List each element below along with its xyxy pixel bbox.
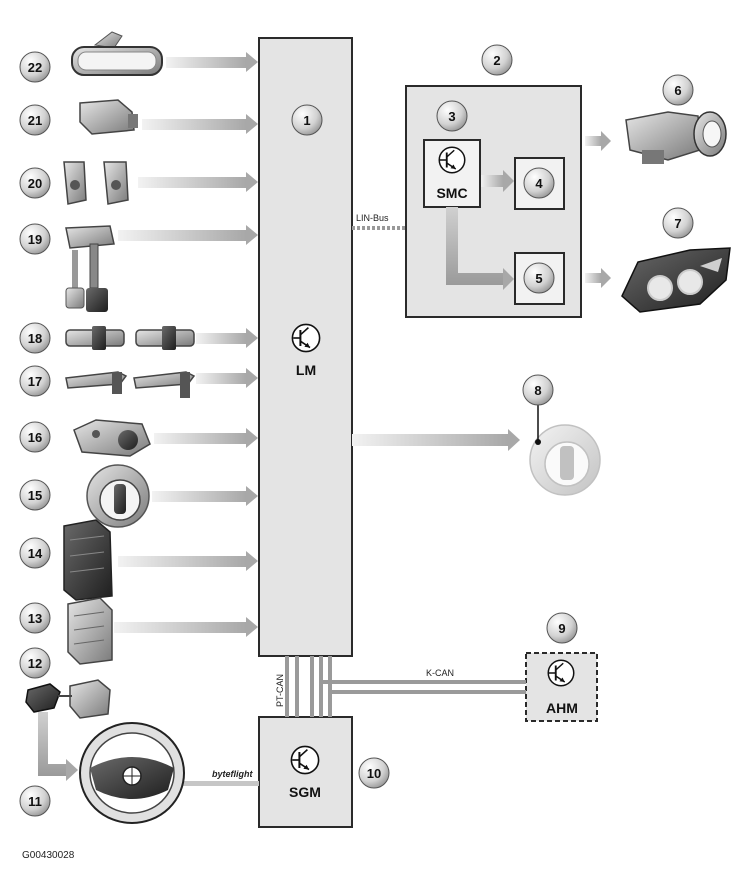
pedal-assembly-icon <box>65 225 115 312</box>
steering-wheel-icon <box>79 722 185 824</box>
byteflight-line <box>183 781 259 786</box>
callout-5: 5 <box>523 262 555 294</box>
svg-text:7: 7 <box>674 216 681 231</box>
lm-to-switch-arrow <box>352 434 508 446</box>
callout-12: 12 <box>19 647 51 679</box>
callout-14: 14 <box>19 537 51 569</box>
svg-text:15: 15 <box>28 488 42 503</box>
lm-to-switch-arrowhead <box>508 429 520 451</box>
svg-text:13: 13 <box>28 611 42 626</box>
to-xenon-arrowhead <box>601 131 611 151</box>
key-to-wheel-arrowhead <box>66 759 78 781</box>
svg-text:17: 17 <box>28 374 42 389</box>
svg-text:9: 9 <box>558 621 565 636</box>
brake-light-switches-icon <box>65 326 195 350</box>
input-arrows <box>114 52 258 637</box>
key-to-wheel-arrow <box>38 712 66 776</box>
callout-20: 20 <box>19 167 51 199</box>
light-switch-icon <box>86 464 150 528</box>
callout-3: 3 <box>436 100 468 132</box>
xenon-module-icon <box>625 111 727 164</box>
byteflight-label: byteflight <box>212 769 253 779</box>
svg-text:5: 5 <box>535 271 542 286</box>
kcan-horizontal-1 <box>319 680 526 684</box>
svg-text:3: 3 <box>448 109 455 124</box>
control-unit-light-icon <box>67 597 113 665</box>
kcan-label: K-CAN <box>426 668 454 678</box>
ptcan-bus-left <box>285 656 289 717</box>
smc-to-5-arrow <box>446 207 503 285</box>
light-switch-faded-icon <box>529 424 601 496</box>
lm-label: LM <box>296 362 316 378</box>
svg-text:2: 2 <box>493 53 500 68</box>
callout-13: 13 <box>19 602 51 634</box>
headlight-icon <box>621 247 731 313</box>
control-unit-dark-icon <box>63 519 113 601</box>
callout-6: 6 <box>662 74 694 106</box>
callout-17: 17 <box>19 365 51 397</box>
svg-text:12: 12 <box>28 656 42 671</box>
callout-8: 8 <box>522 374 554 406</box>
callout-15: 15 <box>19 479 51 511</box>
callout-2: 2 <box>481 44 513 76</box>
callout-10: 10 <box>358 757 390 789</box>
callout-11: 11 <box>19 785 51 817</box>
switch-8-leader-dot <box>535 439 541 445</box>
to-headlamp-arrow <box>585 273 601 283</box>
callout-22: 22 <box>19 51 51 83</box>
callout-7: 7 <box>662 207 694 239</box>
rearview-mirror-icon <box>71 31 163 76</box>
kcan-bus-1 <box>310 656 314 717</box>
svg-text:8: 8 <box>534 383 541 398</box>
lm-transistor-icon <box>291 323 321 353</box>
rain-light-sensor-icon <box>79 99 138 135</box>
smc-label: SMC <box>436 185 467 201</box>
turn-signal-levers-icon <box>65 371 196 398</box>
kcan-horizontal-2 <box>328 690 526 694</box>
sgm-label: SGM <box>289 784 321 800</box>
svg-text:19: 19 <box>28 232 42 247</box>
to-headlamp-arrowhead <box>601 268 611 288</box>
ptcan-label: PT-CAN <box>275 674 285 707</box>
callout-1: 1 <box>291 104 323 136</box>
figure-id: G00430028 <box>22 850 75 861</box>
kcan-bus-3 <box>328 656 332 717</box>
svg-text:14: 14 <box>28 546 43 561</box>
callout-19: 19 <box>19 223 51 255</box>
ride-height-sensors-icon <box>63 161 129 205</box>
callout-16: 16 <box>19 421 51 453</box>
svg-text:20: 20 <box>28 176 42 191</box>
svg-text:4: 4 <box>535 176 543 191</box>
smc-to-4-arrow <box>481 175 503 187</box>
svg-text:16: 16 <box>28 430 42 445</box>
svg-text:22: 22 <box>28 60 42 75</box>
svg-text:21: 21 <box>28 113 42 128</box>
svg-text:6: 6 <box>674 83 681 98</box>
ahm-transistor-icon <box>547 659 575 687</box>
sgm-transistor-icon <box>290 745 320 775</box>
svg-text:1: 1 <box>303 113 310 128</box>
lin-bus-label: LIN-Bus <box>356 213 389 223</box>
svg-text:18: 18 <box>28 331 42 346</box>
smc-to-5-arrowhead <box>503 268 514 290</box>
callout-4: 4 <box>523 167 555 199</box>
kcan-bus-2 <box>319 656 323 717</box>
callout-18: 18 <box>19 322 51 354</box>
callout-9: 9 <box>546 612 578 644</box>
svg-text:10: 10 <box>367 766 381 781</box>
ptcan-bus-right <box>295 656 299 717</box>
key-remote-icon <box>25 679 111 719</box>
to-xenon-arrow <box>585 136 601 146</box>
smc-to-4-arrowhead <box>503 170 514 192</box>
roof-function-center-icon <box>73 419 151 457</box>
svg-text:11: 11 <box>28 794 42 809</box>
callout-21: 21 <box>19 104 51 136</box>
ahm-label: AHM <box>546 700 578 716</box>
smc-transistor-icon <box>438 146 466 174</box>
